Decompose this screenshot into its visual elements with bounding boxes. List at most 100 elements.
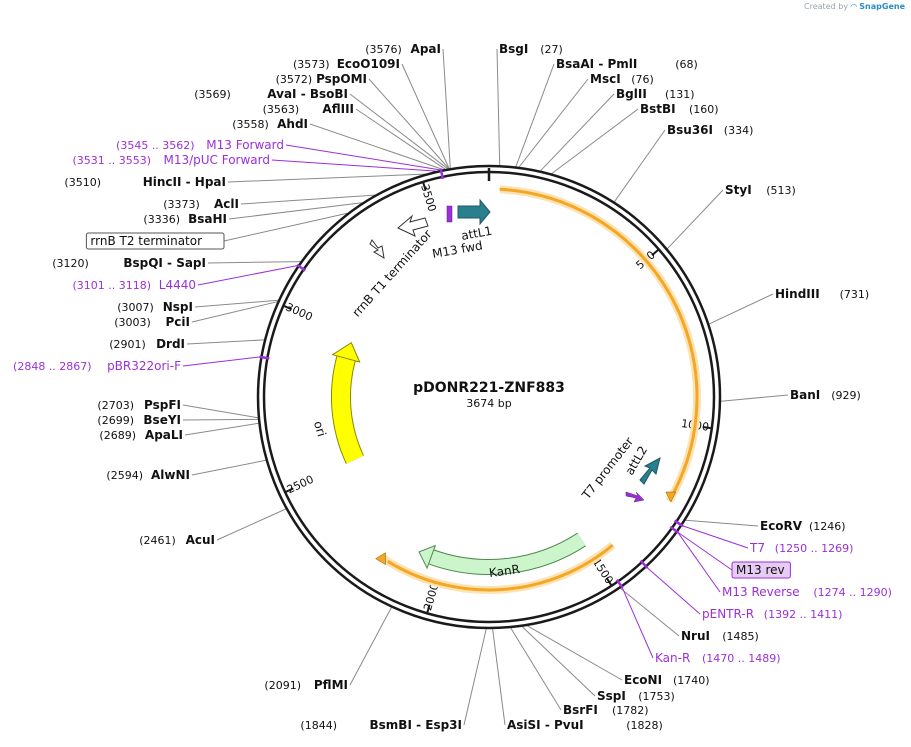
plasmid-name: pDONR221-ZNF883	[413, 380, 565, 396]
label-text: EcoRV	[760, 519, 803, 533]
site-label-bseyi[interactable]: BseYI(2699)	[97, 413, 181, 427]
primer-label-m13-reverse[interactable]: M13 Reverse (1274 .. 1290)	[722, 585, 892, 599]
orf-arrowhead	[665, 491, 677, 503]
map-center: pDONR221-ZNF883 3674 bp	[413, 380, 565, 410]
site-label-ecoo109i[interactable]: EcoO109I(3573)	[293, 57, 400, 71]
site-label-hindiii[interactable]: HindIII(731)	[775, 287, 869, 301]
site-label-bsaai[interactable]: BsaAI - PmlI(68)	[556, 57, 698, 71]
leader-line	[197, 265, 298, 286]
label-position: (3510)	[64, 176, 101, 189]
primer-label-m13-puc-forward[interactable]: M13/pUC Forward(3531 .. 3553)	[72, 153, 270, 167]
site-label-acui[interactable]: AcuI(2461)	[139, 533, 215, 547]
label-position: (76)	[631, 73, 654, 86]
leader-line	[463, 628, 487, 726]
site-label-sspi[interactable]: SspI(1753)	[597, 689, 675, 703]
label-position: (3572)	[276, 73, 313, 86]
site-label-nspi[interactable]: NspI(3007)	[117, 300, 193, 314]
site-label-bsmbi[interactable]: BsmBI - Esp3I(1844)	[300, 718, 462, 732]
leader-line	[677, 531, 721, 593]
site-label-avai[interactable]: AvaI - BsoBI(3569)	[194, 87, 348, 101]
label-text: BsaHI	[188, 212, 227, 226]
site-label-pcii[interactable]: PciI(3003)	[114, 315, 190, 329]
label-text: PflMI	[314, 678, 348, 692]
site-label-apai[interactable]: ApaI(3576)	[365, 42, 441, 56]
primer-label-pentr-r[interactable]: pENTR-R(1392 .. 1411)	[702, 607, 842, 621]
leader-line	[355, 108, 446, 170]
label-box	[731, 561, 791, 579]
leader-line	[527, 625, 623, 681]
site-label-asisi[interactable]: AsiSI - PvuI(1828)	[507, 718, 663, 732]
label-text: BanI	[790, 388, 820, 402]
primer-label-t7[interactable]: T7(1250 .. 1269)	[749, 541, 853, 555]
feature-label-m13-rev[interactable]: M13 rev	[731, 561, 791, 579]
label-position: (160)	[689, 103, 719, 116]
label-text: StyI	[725, 183, 752, 197]
tick-mark	[283, 305, 293, 311]
label-position: (1392 .. 1411)	[764, 608, 843, 621]
leader-line	[677, 531, 733, 571]
site-label-pspfi[interactable]: PspFI(2703)	[97, 398, 181, 412]
site-label-alwni[interactable]: AlwNI(2594)	[106, 468, 190, 482]
site-label-drdi[interactable]: DrdI(2901)	[109, 337, 185, 351]
label-text: pBR322ori-F	[107, 359, 181, 373]
site-label-ecorv[interactable]: EcoRV(1246)	[760, 519, 846, 533]
site-label-econi[interactable]: EcoNI(1740)	[624, 673, 710, 687]
label-position: (513)	[766, 184, 796, 197]
label-position: (2703)	[97, 399, 134, 412]
site-label-bani[interactable]: BanI(929)	[790, 388, 861, 402]
feature-label-rrnb-t2-terminator[interactable]: rrnB T2 terminator	[85, 232, 225, 250]
label-text: BsrFI	[563, 703, 598, 717]
site-label-hincii[interactable]: HincII - HpaI(3510)	[64, 175, 226, 189]
label-position: (3563)	[263, 103, 300, 116]
tick-mark	[651, 249, 659, 257]
site-label-nrui[interactable]: NruI(1485)	[681, 629, 759, 643]
label-position: (3545 .. 3562)	[116, 139, 195, 152]
site-label-bglii[interactable]: BglII(131)	[616, 87, 695, 101]
site-label-styi[interactable]: StyI (513)	[725, 183, 796, 197]
label-position: (334)	[724, 124, 754, 137]
primer-label-pbr322ori-f[interactable]: pBR322ori-F(2848 .. 2867)	[13, 359, 181, 373]
site-label-ahdi[interactable]: AhdI(3558)	[232, 117, 308, 131]
label-text: BsaAI - PmlI	[556, 57, 637, 71]
leader-line	[285, 144, 441, 171]
site-label-bspqi[interactable]: BspQI - SapI(3120)	[52, 256, 206, 270]
label-position: (2461)	[139, 534, 176, 547]
site-label-msci[interactable]: MscI(76)	[590, 72, 654, 86]
primer-label-kan-r[interactable]: Kan-R (1470 .. 1489)	[655, 651, 781, 665]
site-labels[interactable]: BsgI(27)BsaAI - PmlI(68)MscI(76)BglII(13…	[13, 42, 892, 732]
primer-label-m13-forward[interactable]: M13 Forward (3545 .. 3562)	[116, 138, 284, 152]
site-label-bstbi[interactable]: BstBI(160)	[640, 102, 719, 116]
label-text: Kan-R	[655, 651, 690, 665]
leader-line	[228, 202, 363, 220]
site-label-pflmi[interactable]: PflMI(2091)	[264, 678, 348, 692]
label-text: PciI	[166, 315, 191, 329]
label-text: M13 Forward	[206, 138, 284, 152]
site-label-acli[interactable]: AclI(3373)	[163, 197, 239, 211]
leader-line	[223, 212, 348, 242]
ori-arrowhead	[331, 342, 361, 363]
site-label-bsgi[interactable]: BsgI(27)	[499, 42, 563, 56]
label-position: (1470 .. 1489)	[702, 652, 781, 665]
label-position: (731)	[840, 288, 870, 301]
feature-label-attL1: attL1	[460, 224, 493, 243]
label-position: (3558)	[232, 118, 269, 131]
site-label-afliii[interactable]: AflIII(3563)	[263, 102, 354, 116]
label-text: M13 Reverse	[722, 585, 800, 599]
label-position: (1274 .. 1290)	[813, 586, 892, 599]
label-text: BsgI	[499, 42, 528, 56]
site-label-pspomi[interactable]: PspOMI(3572)	[276, 72, 367, 86]
site-label-apali[interactable]: ApaLI(2689)	[99, 428, 183, 442]
primer-label-l4440[interactable]: L4440(3101 .. 3118)	[72, 278, 196, 292]
site-label-bsrfi[interactable]: BsrFI(1782)	[563, 703, 649, 717]
label-text: M13/pUC Forward	[163, 153, 270, 167]
label-text: BglII	[616, 87, 647, 101]
label-text: ApaI	[411, 42, 441, 56]
tick-mark	[702, 426, 711, 430]
label-position: (3373)	[163, 198, 200, 211]
primer-mark-m13fwd	[439, 168, 445, 180]
tick-label: 2500	[285, 473, 316, 497]
primer-mark-kanr	[615, 578, 624, 589]
label-text: T7	[749, 541, 765, 555]
site-label-bsu36i[interactable]: Bsu36I(334)	[667, 123, 753, 137]
site-label-bsahi[interactable]: BsaHI(3336)	[143, 212, 227, 226]
